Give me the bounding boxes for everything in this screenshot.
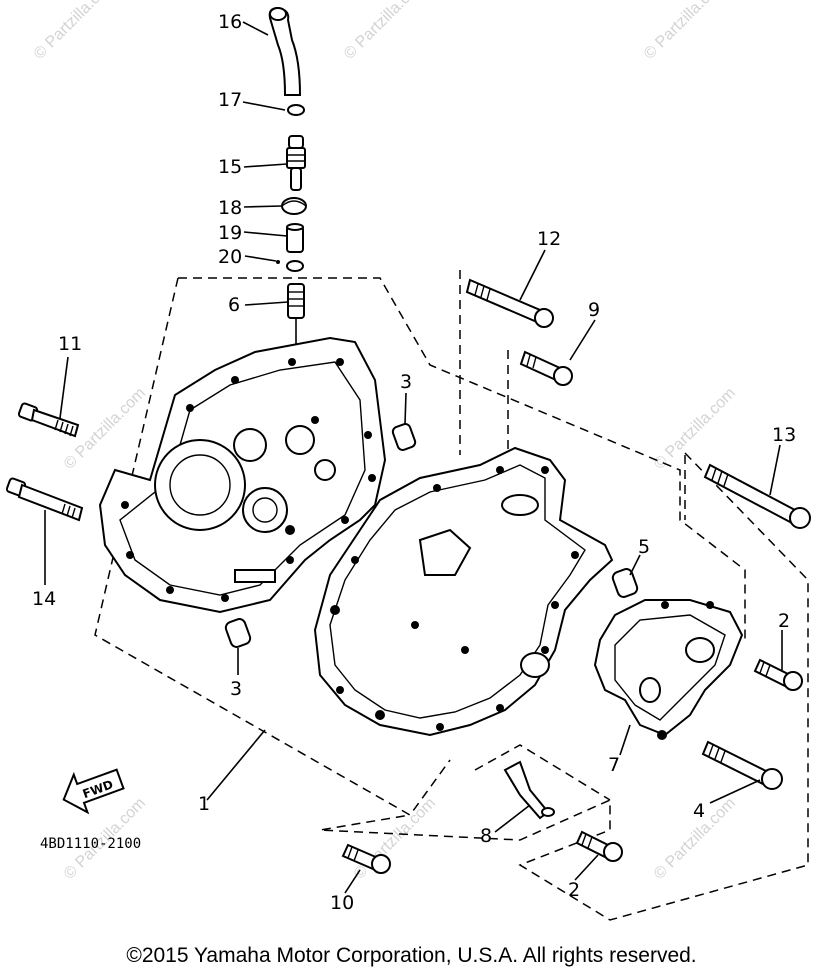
watermark: © Partzilla.com [31,0,119,63]
callout-3-upper: 3 [400,371,412,393]
callout-17: 17 [218,89,242,111]
bolt-2-bottom [575,830,623,862]
fwd-arrow: FWD [62,768,125,815]
callout-3-lower: 3 [230,678,242,700]
callout-15: 15 [218,156,242,178]
callout-10: 10 [330,892,354,914]
bolt-13 [703,463,811,529]
dowel-3-upper [391,423,417,451]
callout-2-right: 2 [778,610,790,632]
bolt-4 [701,740,783,790]
bolt-14 [5,477,84,522]
callout-7: 7 [608,754,620,776]
clip-17 [287,104,305,116]
watermark: © Partzilla.com [651,385,739,473]
crankcase-right [313,446,614,737]
dowel-5 [611,568,639,598]
callout-9: 9 [588,299,600,321]
document-number: 4BD1110-2100 [40,836,141,852]
callout-16: 16 [218,11,242,33]
collar-19 [286,223,304,253]
callout-8: 8 [480,825,492,847]
watermarks: © Partzilla.com © Partzilla.com © Partzi… [31,0,739,883]
dowel-3-lower [224,618,252,648]
clamp-18 [281,197,307,215]
watermark: © Partzilla.com [351,795,439,883]
callout-19: 19 [218,222,242,244]
callout-20: 20 [218,246,242,268]
bolt-12 [465,278,554,328]
copyright-footer: ©2015 Yamaha Motor Corporation, U.S.A. A… [126,944,697,967]
cover-7 [593,599,744,740]
crankcase-left [98,336,387,614]
callout-18: 18 [218,197,242,219]
bolt-11 [17,402,80,438]
callout-6: 6 [228,294,240,316]
bolt-2-right [753,658,803,691]
exploded-parts-diagram: © Partzilla.com © Partzilla.com © Partzi… [5,0,811,921]
watermark: © Partzilla.com [341,0,429,63]
callout-12: 12 [537,228,561,250]
callout-1: 1 [198,793,210,815]
assembly-boundary [94,270,809,921]
callout-13: 13 [772,424,796,446]
callout-14: 14 [32,588,56,610]
callout-4: 4 [693,800,705,822]
leader-lines [44,21,783,894]
bolt-10 [341,843,391,874]
bracket-8 [503,760,555,820]
callout-11: 11 [58,333,82,355]
callout-5: 5 [638,536,650,558]
o-ring-20 [276,260,304,272]
breather-pipe-15 [286,135,306,191]
callout-labels: 16 17 15 18 19 20 6 11 14 3 3 12 9 13 5 … [32,11,796,914]
watermark: © Partzilla.com [641,0,729,63]
breather-hose-16 [268,6,302,96]
callout-2-bottom: 2 [568,879,580,901]
bolt-9 [519,350,573,386]
